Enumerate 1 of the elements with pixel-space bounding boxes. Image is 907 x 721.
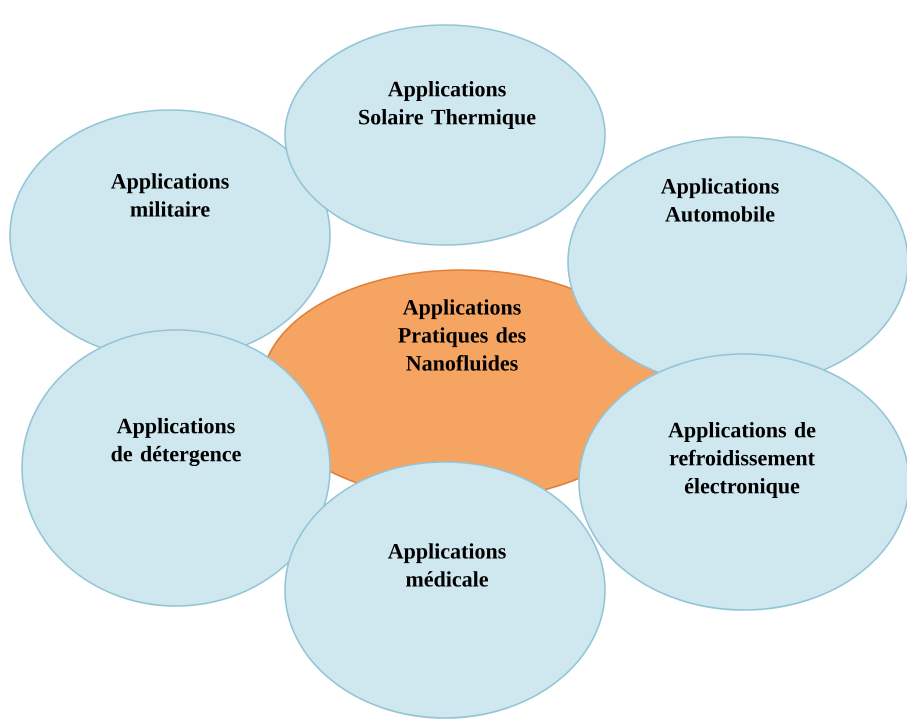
node-label: Applications de refroidissement électronique: [668, 422, 816, 498]
